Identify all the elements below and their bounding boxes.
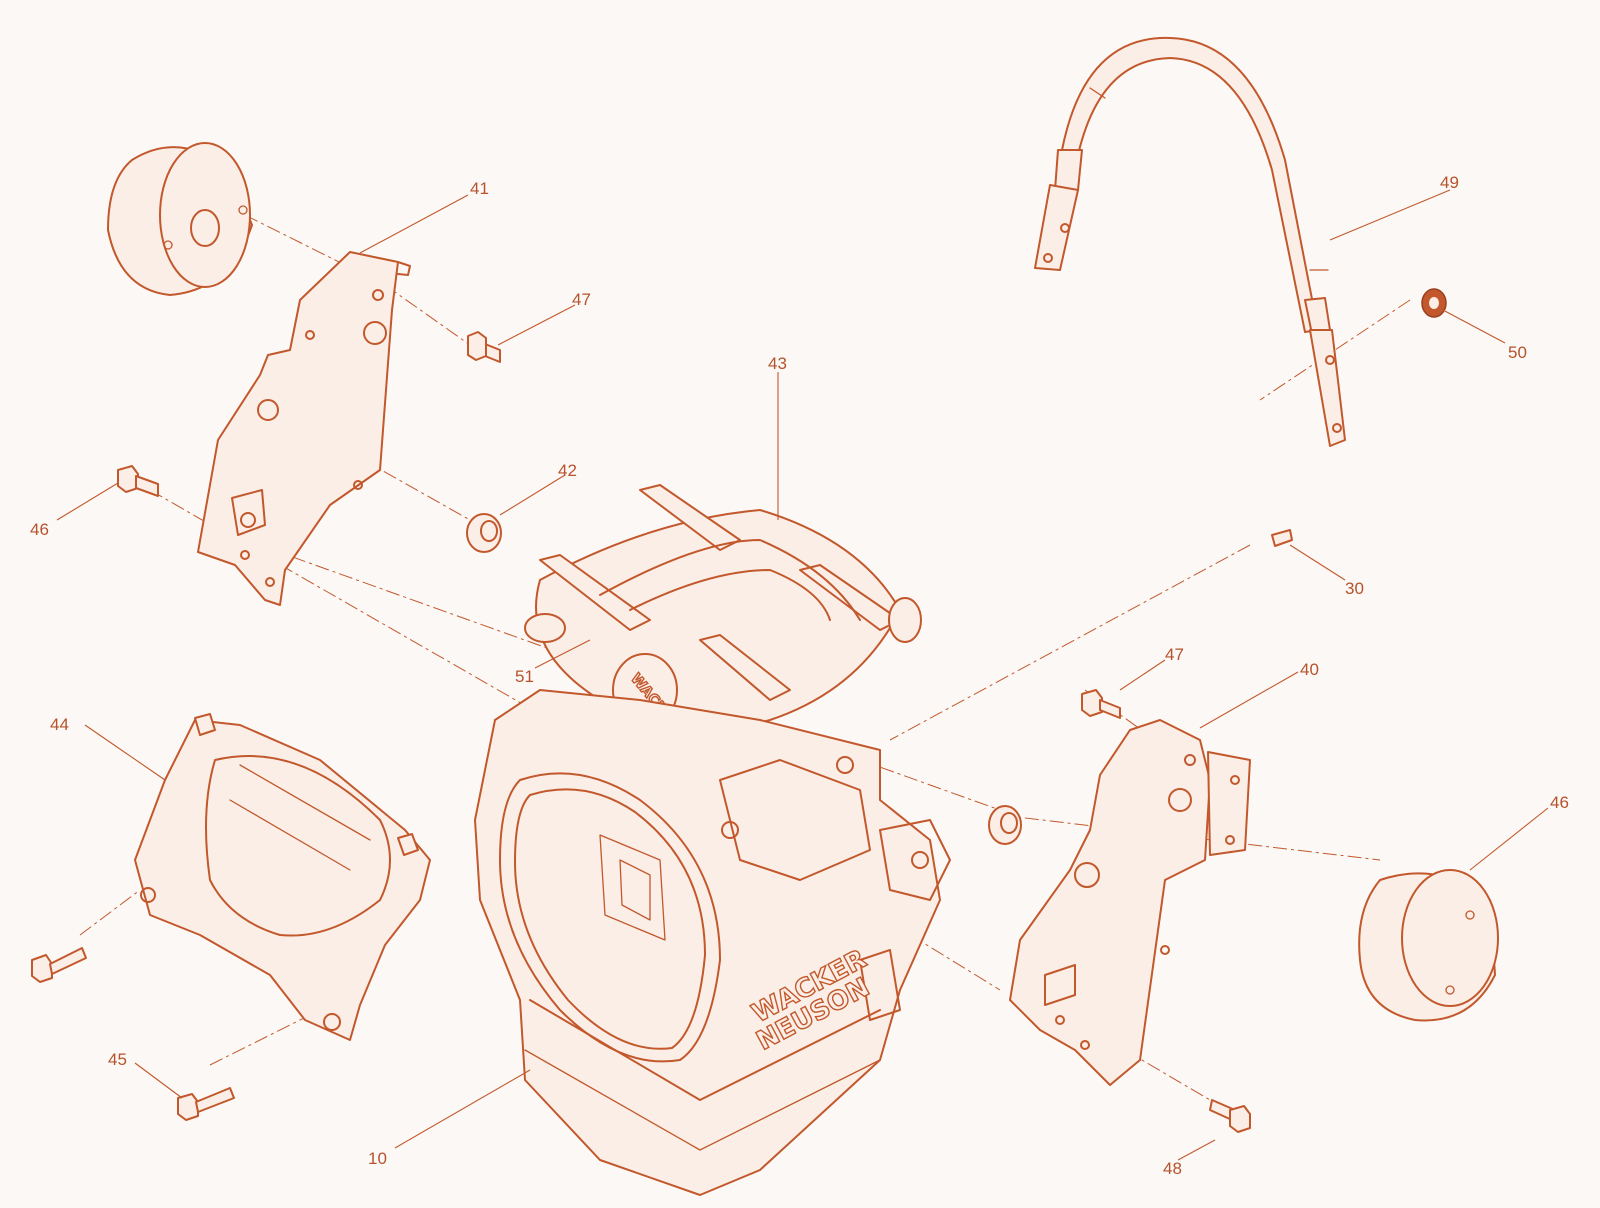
callout-42: 42	[558, 461, 577, 480]
callout-47-lower: 47	[1165, 645, 1184, 664]
nut-50	[1421, 288, 1447, 318]
belt-guard-44	[134, 713, 431, 1041]
side-plate-41	[197, 251, 411, 606]
callout-47-upper: 47	[572, 290, 591, 309]
callout-49: 49	[1440, 173, 1459, 192]
bolt-47-upper	[467, 331, 501, 363]
callout-51: 51	[515, 667, 534, 686]
callout-50: 50	[1508, 343, 1527, 362]
callout-10: 10	[368, 1149, 387, 1168]
callout-45: 45	[108, 1050, 127, 1069]
washer-right	[988, 805, 1022, 845]
callout-41: 41	[470, 179, 489, 198]
handle-bar-49	[1034, 36, 1346, 447]
callout-40: 40	[1300, 660, 1319, 679]
callout-44: 44	[50, 715, 69, 734]
bolt-45	[177, 1087, 235, 1121]
bolt-48	[1209, 1099, 1251, 1133]
callout-48: 48	[1163, 1159, 1182, 1178]
pin-30	[1271, 529, 1293, 547]
callout-labels: 41 47 46 42 43 49 50 30 51 47 40 44 46 4…	[30, 173, 1569, 1178]
counterweight-disc-right	[1358, 869, 1499, 1022]
callout-46-right: 46	[1550, 793, 1569, 812]
callout-30: 30	[1345, 579, 1364, 598]
bolt-47-lower	[1081, 689, 1121, 719]
leader-lines	[56, 189, 1549, 1161]
callout-46-left: 46	[30, 520, 49, 539]
bolt-46-left	[117, 465, 159, 497]
main-housing-10: WACKER NEUSON	[474, 689, 951, 1196]
side-plate-40	[1009, 719, 1251, 1086]
washer-42	[466, 513, 502, 553]
callout-43: 43	[768, 354, 787, 373]
bolt-44-left	[31, 947, 87, 983]
counterweight-disc-left	[107, 142, 253, 296]
